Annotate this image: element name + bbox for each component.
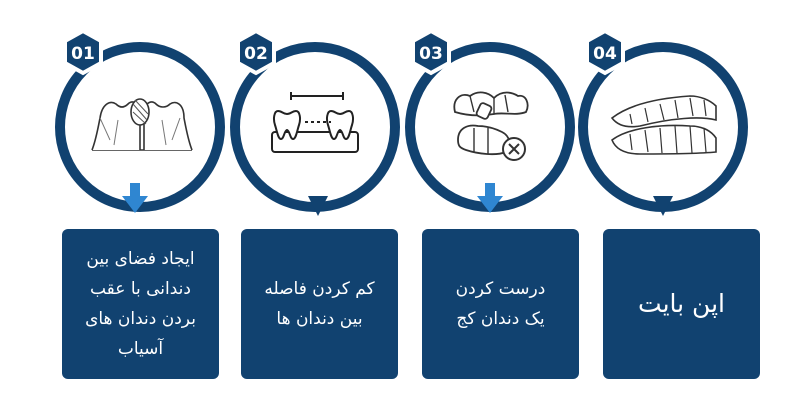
step-4-badge: [585, 28, 625, 76]
step-1-label: ایجاد فضای بین دندانی با عقب بردن دندان …: [85, 249, 196, 359]
step-2-number: 02: [244, 44, 268, 64]
step-1-number: 01: [71, 44, 95, 64]
step-2: 02: [230, 28, 400, 216]
step-3: 03: [405, 28, 575, 213]
step-2-arrow: [308, 196, 328, 216]
step-4-number: 04: [593, 44, 617, 64]
step-2-badge: [236, 28, 276, 76]
step-3-number: 03: [419, 44, 443, 64]
step-3-card: درست کردن یک دندان کج: [422, 229, 579, 379]
step-1-arrow: [122, 183, 148, 213]
step-1: 01: [55, 28, 225, 213]
step-2-card: کم کردن فاصله بین دندان ها: [241, 229, 398, 379]
teeth-gap-icon: [91, 98, 193, 151]
open-bite-icon: [610, 95, 717, 155]
step-1-card: ایجاد فضای بین دندانی با عقب بردن دندان …: [62, 229, 219, 379]
step-1-badge: [63, 28, 103, 76]
step-3-badge: [411, 28, 451, 76]
step-4: 04: [578, 28, 748, 216]
step-3-arrow: [477, 183, 503, 213]
step-4-arrow: [653, 196, 673, 216]
step-2-label: کم کردن فاصله بین دندان ها: [264, 279, 375, 329]
step-4-card: اپن بایت: [603, 229, 760, 379]
step-4-label: اپن بایت: [638, 289, 725, 318]
step-3-label: درست کردن یک دندان کج: [455, 279, 546, 329]
measure-gap-teeth-icon: [271, 92, 359, 153]
crooked-tooth-icon: [453, 91, 529, 161]
